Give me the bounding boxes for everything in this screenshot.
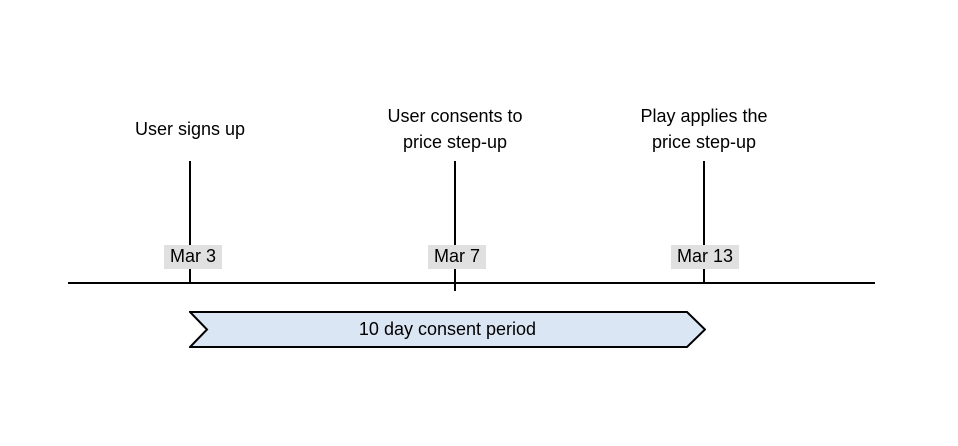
timeline-axis bbox=[68, 282, 875, 284]
tick-line-mar-7 bbox=[454, 161, 456, 291]
event-label-user-consents: User consents to price step-up bbox=[387, 106, 523, 152]
tick-line-mar-3 bbox=[189, 161, 191, 283]
date-badge-mar-13: Mar 13 bbox=[670, 245, 740, 269]
tick-line-mar-13 bbox=[703, 161, 705, 283]
event-label-user-signs-up: User signs up bbox=[134, 119, 246, 139]
date-badge-mar-7: Mar 7 bbox=[427, 245, 487, 269]
event-label-play-applies: Play applies the price step-up bbox=[640, 106, 768, 152]
consent-period-banner-shape bbox=[189, 311, 706, 348]
chevron-banner-polygon bbox=[189, 311, 706, 348]
consent-period-label: 10 day consent period bbox=[358, 318, 537, 339]
date-badge-mar-3: Mar 3 bbox=[163, 245, 223, 269]
